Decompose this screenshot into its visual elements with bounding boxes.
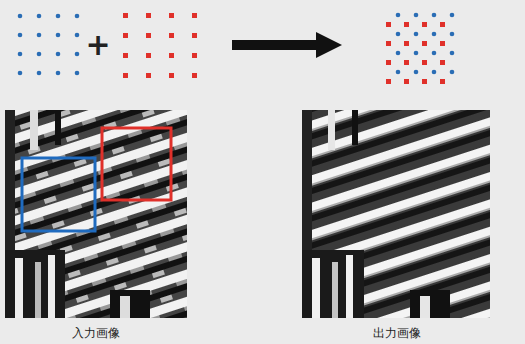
- input-image: [5, 110, 187, 318]
- image-caption: 出力画像: [373, 327, 421, 339]
- image-caption: 入力画像: [72, 327, 120, 339]
- output-image: [302, 110, 490, 318]
- red-frame: [102, 128, 171, 200]
- combined-grid: [386, 13, 454, 84]
- blue-dot-grid: [18, 14, 80, 76]
- process-arrow: [232, 32, 342, 58]
- blue-frame: [22, 158, 95, 231]
- plus-sign: +: [85, 30, 110, 60]
- red-square-grid: [123, 13, 197, 78]
